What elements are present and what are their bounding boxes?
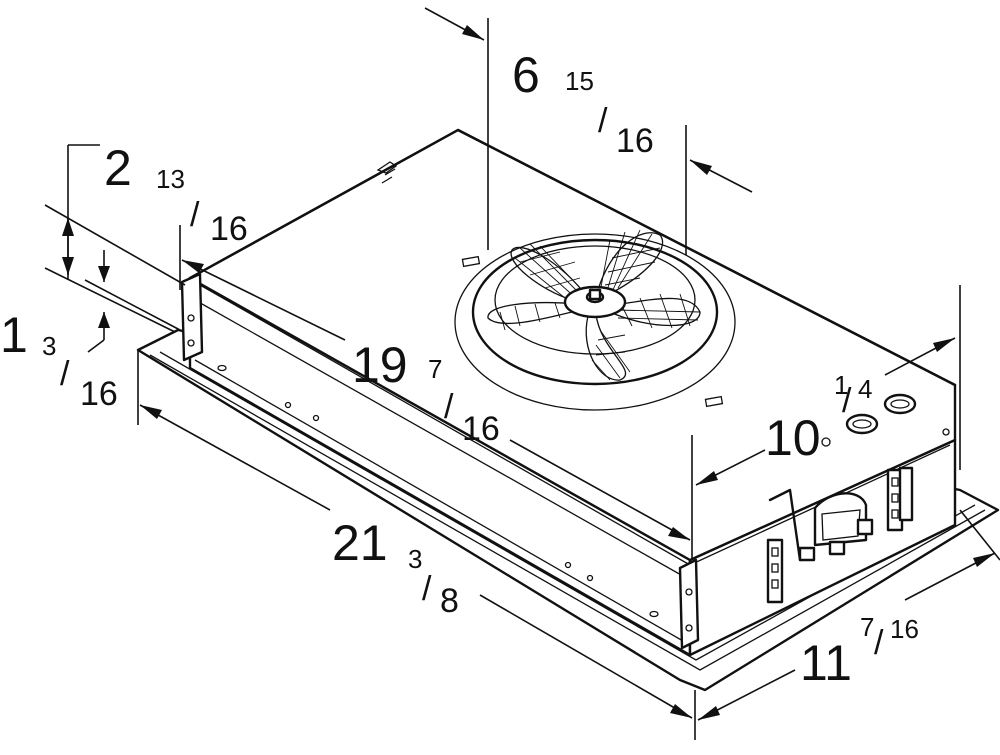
housing-length-slash: / bbox=[444, 388, 454, 426]
overall-length-slash: / bbox=[422, 570, 432, 608]
housing-length-denominator: 16 bbox=[462, 410, 500, 448]
flange-dim-numerator: 3 bbox=[42, 331, 56, 361]
housing-body bbox=[188, 128, 957, 657]
housing-length-whole: 19 bbox=[352, 337, 408, 393]
dim-fan-diameter bbox=[424, 7, 753, 255]
right-mounting-bracket bbox=[678, 558, 700, 650]
fan-dim-slash: / bbox=[598, 102, 608, 140]
overall-width-whole: 11 bbox=[800, 635, 852, 691]
dim-flange-height bbox=[44, 204, 186, 353]
dim-overall-length bbox=[137, 350, 696, 740]
offset-dim-denominator: 16 bbox=[210, 210, 248, 248]
top-clip bbox=[376, 161, 398, 184]
control-panel-end bbox=[766, 466, 914, 604]
fan-dim-whole: 6 bbox=[512, 47, 540, 103]
dim-housing-length bbox=[179, 225, 693, 560]
offset-dim-slash: / bbox=[190, 196, 200, 234]
left-mounting-bracket bbox=[180, 272, 204, 362]
overall-width-slash: / bbox=[874, 624, 884, 662]
fan-dim-denominator: 16 bbox=[616, 122, 654, 160]
offset-dim-whole: 2 bbox=[104, 140, 132, 196]
flange-dim-slash: / bbox=[60, 355, 70, 393]
housing-width-denominator: 4 bbox=[858, 374, 872, 404]
blower-fan bbox=[454, 229, 736, 411]
housing-width-numerator: 1 bbox=[834, 370, 848, 400]
housing-width-whole: 10 bbox=[765, 410, 821, 466]
overall-length-whole: 21 bbox=[332, 515, 388, 571]
overall-width-denominator: 16 bbox=[890, 614, 919, 644]
flange-dim-whole: 1 bbox=[0, 307, 28, 363]
flange-dim-denominator: 16 bbox=[80, 375, 118, 413]
top-slots bbox=[461, 255, 831, 447]
dim-overall-width bbox=[697, 509, 1000, 721]
overall-length-denominator: 8 bbox=[440, 582, 459, 620]
electrical-knockouts bbox=[845, 393, 950, 436]
dim-housing-width bbox=[695, 285, 961, 486]
housing-width-slash: / bbox=[842, 382, 852, 420]
housing-length-numerator: 7 bbox=[428, 354, 442, 384]
overall-length-numerator: 3 bbox=[408, 544, 422, 574]
fan-dim-numerator: 15 bbox=[565, 66, 594, 96]
front-face-holes bbox=[217, 364, 659, 618]
offset-dim-numerator: 13 bbox=[156, 164, 185, 194]
overall-width-numerator: 7 bbox=[860, 612, 874, 642]
